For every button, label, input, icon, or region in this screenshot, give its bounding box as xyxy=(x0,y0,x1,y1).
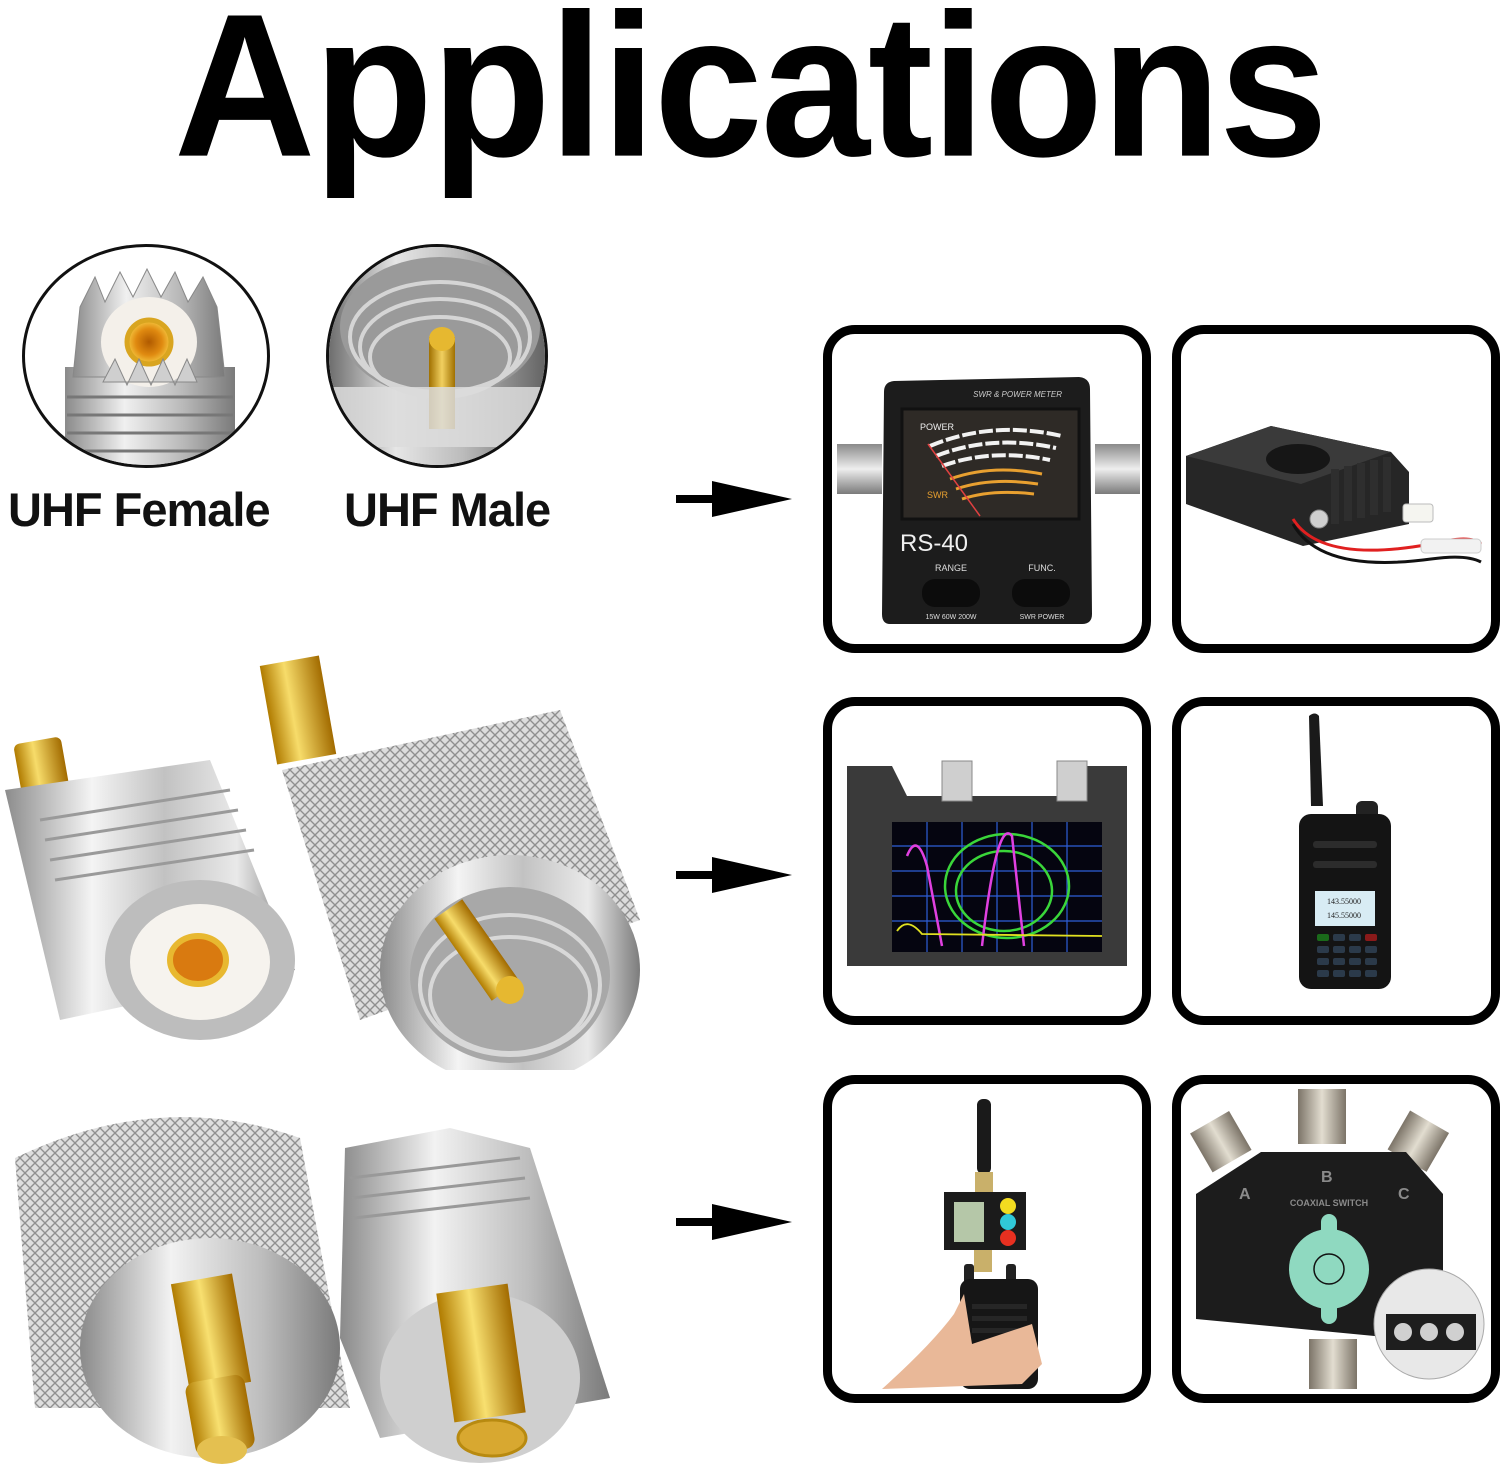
port-a-label: A xyxy=(1239,1186,1251,1203)
panel-swr-meter-handheld xyxy=(823,1075,1151,1403)
radio-display-line1: 143.55000 xyxy=(1327,897,1361,906)
uhf-female-label: UHF Female xyxy=(8,483,271,536)
func-label: FUNC. xyxy=(1028,563,1056,573)
uhf-male-closeup xyxy=(326,244,548,468)
panel-handheld-radio: 143.55000 145.55000 xyxy=(1172,697,1500,1025)
func-switch xyxy=(1012,579,1070,607)
meter-brand-text: SWR & POWER METER xyxy=(973,390,1062,399)
arrow-right-icon xyxy=(676,857,792,893)
meter-swr-label: SWR xyxy=(927,490,948,500)
radio-display-line2: 145.55000 xyxy=(1327,911,1361,920)
meter-model: RS-40 xyxy=(900,530,968,557)
uhf-female-closeup xyxy=(22,244,270,468)
uhf-male-label: UHF Male xyxy=(344,483,551,536)
range-switch xyxy=(922,579,980,607)
panel-vector-network-analyzer xyxy=(823,697,1151,1025)
panel-swr-power-meter: SWR & POWER METER POWER SWR RS-40 RANGE … xyxy=(823,325,1151,653)
range-options: 15W 60W 200W xyxy=(926,614,977,621)
panel-mobile-radio xyxy=(1172,325,1500,653)
adapter-photo-top xyxy=(0,640,660,1070)
adapter-photo-bottom xyxy=(0,1078,660,1473)
port-b-label: B xyxy=(1321,1169,1333,1186)
page-title: Applications xyxy=(173,0,1328,200)
arrow-right-icon xyxy=(676,481,792,517)
panel-coaxial-switch: A B C COAXIAL SWITCH xyxy=(1172,1075,1500,1403)
arrow-right-icon xyxy=(676,1204,792,1240)
port-c-label: C xyxy=(1398,1186,1410,1203)
range-label: RANGE xyxy=(935,563,967,573)
coaxial-switch-label: COAXIAL SWITCH xyxy=(1290,1198,1368,1208)
func-options: SWR POWER xyxy=(1020,614,1065,621)
meter-power-label: POWER xyxy=(920,422,955,432)
